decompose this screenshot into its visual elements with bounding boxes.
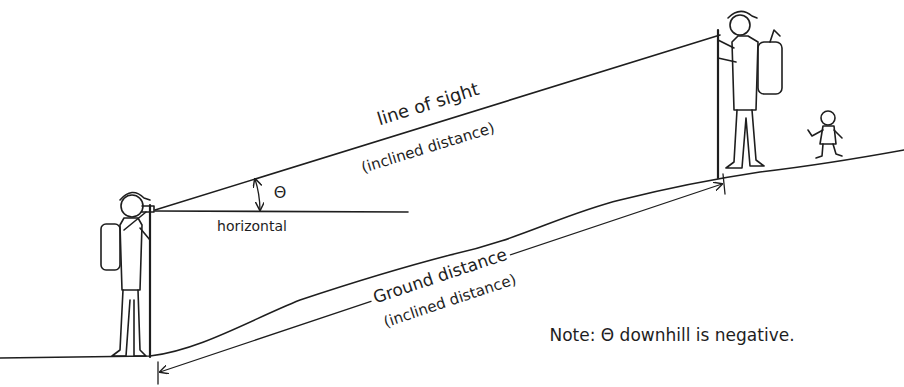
horizontal-line [155,211,408,212]
angle-arc [255,179,260,210]
line-of-sight [155,35,720,210]
left-surveyor [101,192,154,357]
child-figure [808,111,842,158]
sight-line-label: line of sight [372,78,484,130]
angle-symbol: Θ [271,184,290,202]
sign-note: Note: Θ downhill is negative. [546,326,797,345]
terrain-line [0,150,904,358]
dimension-tick [158,174,725,384]
horizontal-label: horizontal [214,219,290,234]
right-surveyor [718,11,782,178]
